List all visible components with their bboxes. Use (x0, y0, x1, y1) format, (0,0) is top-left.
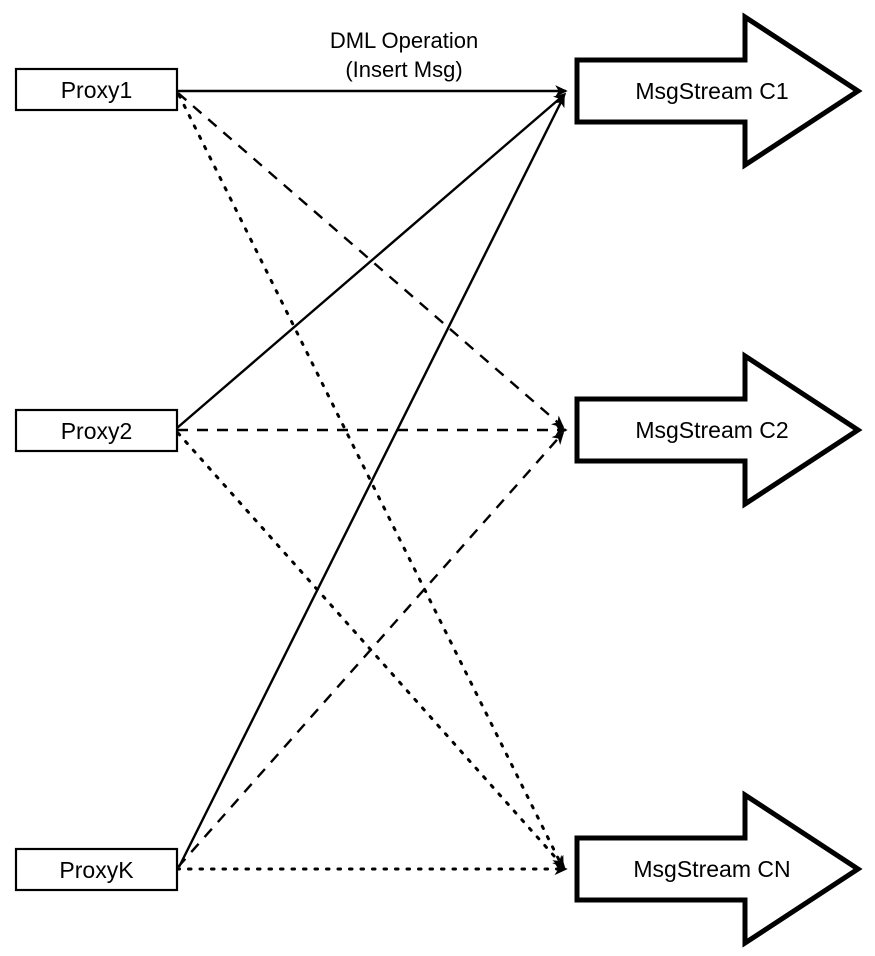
proxy1-label: Proxy1 (61, 77, 133, 103)
c2-block-arrow[interactable] (574, 351, 863, 509)
proxy2-box[interactable] (14, 408, 179, 453)
proxy-node-proxy1[interactable]: Proxy1 (14, 67, 179, 112)
proxy1-box[interactable] (14, 67, 179, 112)
link-proxyk-to-c2 (177, 431, 565, 868)
proxyk-box[interactable] (14, 847, 179, 892)
msgstream-node-c1[interactable]: MsgStream C1 (574, 12, 863, 170)
link-proxyk-to-c1 (177, 94, 566, 868)
proxy2-label: Proxy2 (61, 418, 133, 444)
edge-label-line1: DML Operation (330, 28, 478, 53)
link-proxy2-to-c1 (176, 92, 567, 429)
proxy-node-proxyk[interactable]: ProxyK (14, 847, 179, 892)
msgstream-node-c2[interactable]: MsgStream C2 (574, 351, 863, 509)
msgstream-node-cn[interactable]: MsgStream CN (574, 790, 863, 948)
proxyk-label: ProxyK (59, 857, 134, 883)
cn-block-arrow[interactable] (574, 790, 863, 948)
cn-label: MsgStream CN (633, 856, 790, 882)
edge-label-line2: (Insert Msg) (345, 57, 462, 82)
proxy-node-proxy2[interactable]: Proxy2 (14, 408, 179, 453)
c1-label: MsgStream C1 (635, 78, 788, 104)
link-proxy1-to-c2 (177, 92, 565, 429)
c1-block-arrow[interactable] (574, 12, 863, 170)
c2-label: MsgStream C2 (635, 417, 788, 443)
